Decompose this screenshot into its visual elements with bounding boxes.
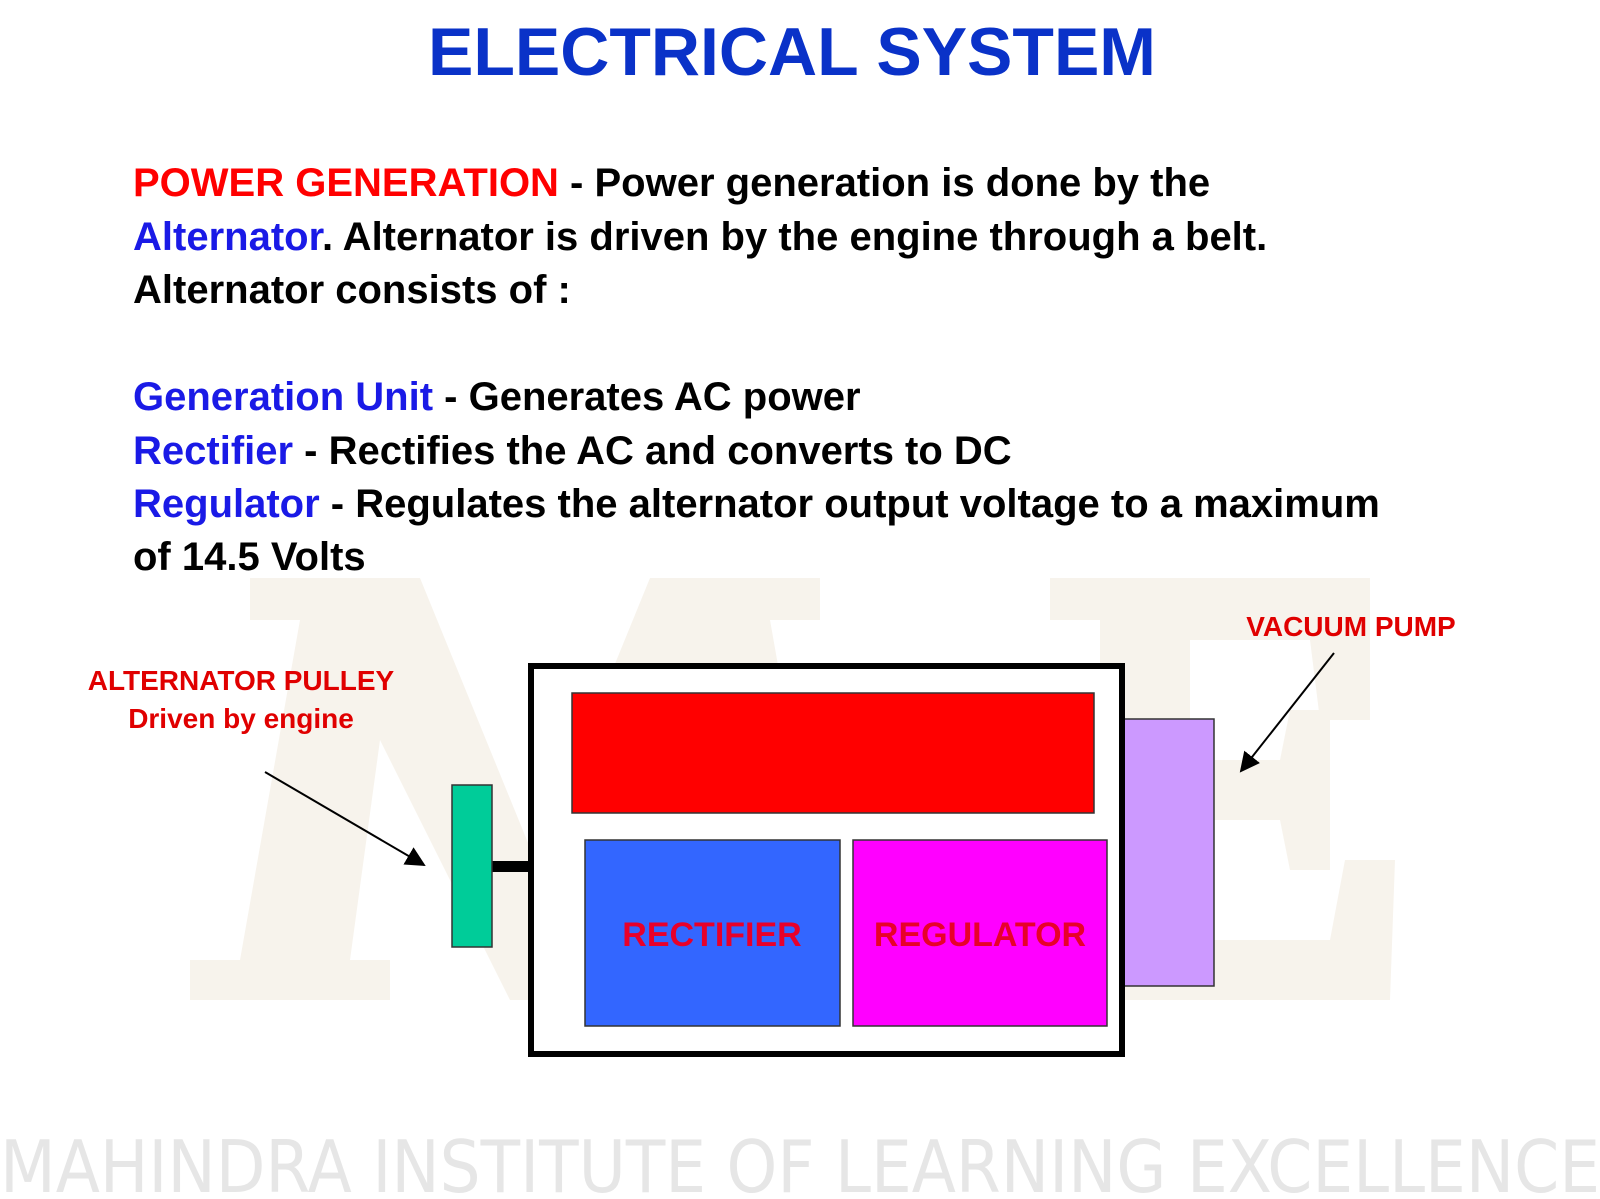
vacuum-arrow [1239, 652, 1335, 773]
pulley-shaft [492, 861, 532, 872]
intro-line-3: Alternator consists of : [133, 268, 571, 312]
component-regulator: Regulator - Regulates the alternator out… [133, 480, 1380, 528]
intro-text: . Alternator is driven by the engine thr… [321, 215, 1268, 259]
vacuum-pump-label: VACUUM PUMP [1246, 611, 1455, 642]
intro-text: - Power generation is done by the [558, 161, 1211, 205]
component-name: Rectifier [133, 429, 294, 473]
component-desc: - Rectifies the AC and converts to DC [293, 429, 1012, 473]
pulley-arrow [264, 771, 426, 867]
regulator-label: REGULATOR [874, 916, 1086, 954]
component-name: Generation Unit [133, 375, 434, 419]
pulley-label: ALTERNATOR PULLEY [88, 665, 395, 696]
power-generation-heading: POWER GENERATION [133, 161, 559, 205]
intro-line-1: POWER GENERATION - Power generation is d… [133, 159, 1210, 207]
generation-unit-block [571, 692, 1095, 814]
alternator-term: Alternator [133, 215, 322, 259]
page-title: ELECTRICAL SYSTEM [428, 14, 1156, 90]
component-desc: - Regulates the alternator output voltag… [319, 482, 1380, 526]
vacuum-pump-block [1118, 718, 1215, 987]
component-generation: Generation Unit - Generates AC power [133, 373, 861, 421]
rectifier-block [584, 839, 841, 1027]
component-name: Regulator [133, 482, 320, 526]
intro-line-2: Alternator. Alternator is driven by the … [133, 213, 1267, 261]
regulator-block [852, 839, 1108, 1027]
regulator-continued: of 14.5 Volts [133, 535, 366, 579]
footer-watermark: MAHINDRA INSTITUTE OF LEARNING EXCELLENC… [0, 1125, 1600, 1199]
rectifier-label: RECTIFIER [622, 916, 801, 954]
alternator-pulley [451, 784, 493, 948]
component-desc: - Generates AC power [433, 375, 861, 419]
pulley-sublabel: Driven by engine [128, 703, 354, 734]
component-rectifier: Rectifier - Rectifies the AC and convert… [133, 427, 1012, 475]
